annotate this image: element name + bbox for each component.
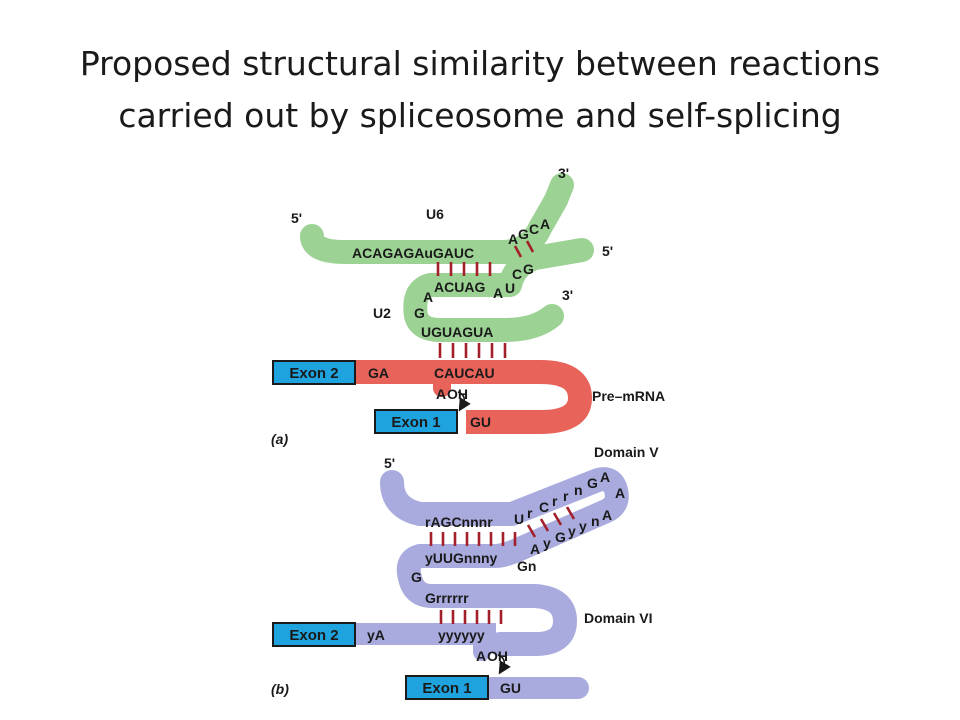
branch-a-a: A	[436, 386, 446, 402]
exon-2-box-a	[272, 360, 356, 385]
title-line-2: carried out by spliceosome and self-spli…	[118, 96, 842, 135]
lower-diag-6: y	[543, 535, 551, 551]
lower-diag-1: A	[602, 507, 612, 523]
u2-three-prime-label: 3'	[562, 287, 573, 303]
upper-diag-8: A	[600, 469, 610, 485]
domain-v-label: Domain V	[594, 444, 659, 460]
attack-arrow-b-icon	[497, 654, 511, 675]
u2-label: U2	[373, 305, 391, 321]
u2-upper-tail-2: U	[505, 280, 515, 296]
u2-upper-sequence: ACUAG	[434, 279, 485, 295]
u2-left-g: G	[414, 305, 425, 321]
exon-2-label-b: Exon 2	[289, 627, 338, 644]
upper-diag-6: n	[574, 482, 583, 498]
panel-a: 5' U6 3' ACAGAGAuGAUC A G C A 5' U2 3' A…	[271, 165, 665, 447]
branch-a-b: A	[476, 648, 486, 664]
u2-strand	[403, 238, 594, 342]
panel-b: 5' Domain V Domain VI rAGCnnnr U r C r r…	[271, 444, 659, 700]
lower-diag-7: A	[530, 541, 540, 557]
exon-1-label-a: Exon 1	[391, 414, 440, 431]
u6-strand	[300, 173, 574, 264]
yyy-sequence: yyyyyy	[438, 627, 485, 643]
domain-vi-pairing-bars	[439, 610, 503, 624]
exon-2-box-b	[272, 622, 356, 647]
u2-upper-tail-3: C	[512, 266, 522, 282]
u6-tail-base-4: A	[540, 216, 550, 232]
upper-diag-5: r	[563, 488, 569, 504]
u2-lower-sequence: UGUAGUA	[421, 324, 493, 340]
u6-tail-base-3: C	[529, 221, 539, 237]
lower-diag-3: y	[579, 518, 587, 534]
exon-2-label-a: Exon 2	[289, 365, 338, 382]
lower-diag-5: G	[555, 529, 566, 545]
attack-arrow-a-icon	[457, 391, 471, 412]
ga-label: GA	[368, 365, 389, 381]
upper-sequence: rAGCnnnr	[425, 514, 493, 530]
u6-tail-base-1: A	[508, 231, 518, 247]
u6-u2-pairing-bars	[436, 240, 535, 276]
u2-premrna-pairing-bars	[438, 343, 507, 358]
panel-b-label: (b)	[271, 681, 289, 697]
u2-upper-tail-1: A	[493, 285, 503, 301]
grr-sequence: Grrrrrr	[425, 590, 469, 606]
panel-a-label: (a)	[271, 431, 288, 447]
u2-left-a: A	[423, 289, 433, 305]
oh-label-b: OH	[487, 648, 508, 664]
upper-diag-7: G	[587, 475, 598, 491]
intron-strand	[380, 467, 629, 656]
domain-v-pairing-bars	[429, 506, 576, 546]
upper-diag-2: r	[527, 505, 533, 521]
slide-title: Proposed structural similarity between r…	[0, 38, 960, 142]
g-label-b: G	[411, 569, 422, 585]
upper-diag-4: r	[552, 493, 558, 509]
title-line-1: Proposed structural similarity between r…	[79, 44, 881, 83]
u6-tail-base-2: G	[518, 226, 529, 242]
premrna-label: Pre–mRNA	[592, 388, 665, 404]
exon-1-box-a	[374, 409, 458, 434]
u6-five-prime-label: 5'	[291, 210, 302, 226]
exon-1-label-b: Exon 1	[422, 680, 471, 697]
u6-sequence: ACAGAGAuGAUC	[352, 245, 474, 261]
lower-diag-2: n	[591, 513, 600, 529]
lower-diag-4: y	[568, 523, 576, 539]
exon-1-box-b	[405, 675, 489, 700]
u6-three-prime-label: 3'	[558, 165, 569, 181]
u2-upper-tail-4: G	[523, 261, 534, 277]
gn-label: Gn	[517, 558, 536, 574]
yuug-sequence: yUUGnnny	[425, 550, 498, 566]
domain-vi-label: Domain VI	[584, 610, 652, 626]
upper-diag-1: U	[514, 511, 524, 527]
ya-label: yA	[367, 627, 385, 643]
upper-diag-3: C	[539, 499, 549, 515]
branch-sequence-a: CAUCAU	[434, 365, 495, 381]
loop-a: A	[615, 485, 625, 501]
u6-label: U6	[426, 206, 444, 222]
intron-five-prime-label: 5'	[384, 455, 395, 471]
gu-label-b: GU	[500, 680, 521, 696]
premrna-strand	[356, 360, 592, 434]
u2-five-prime-label: 5'	[602, 243, 613, 259]
gu-label-a: GU	[470, 414, 491, 430]
